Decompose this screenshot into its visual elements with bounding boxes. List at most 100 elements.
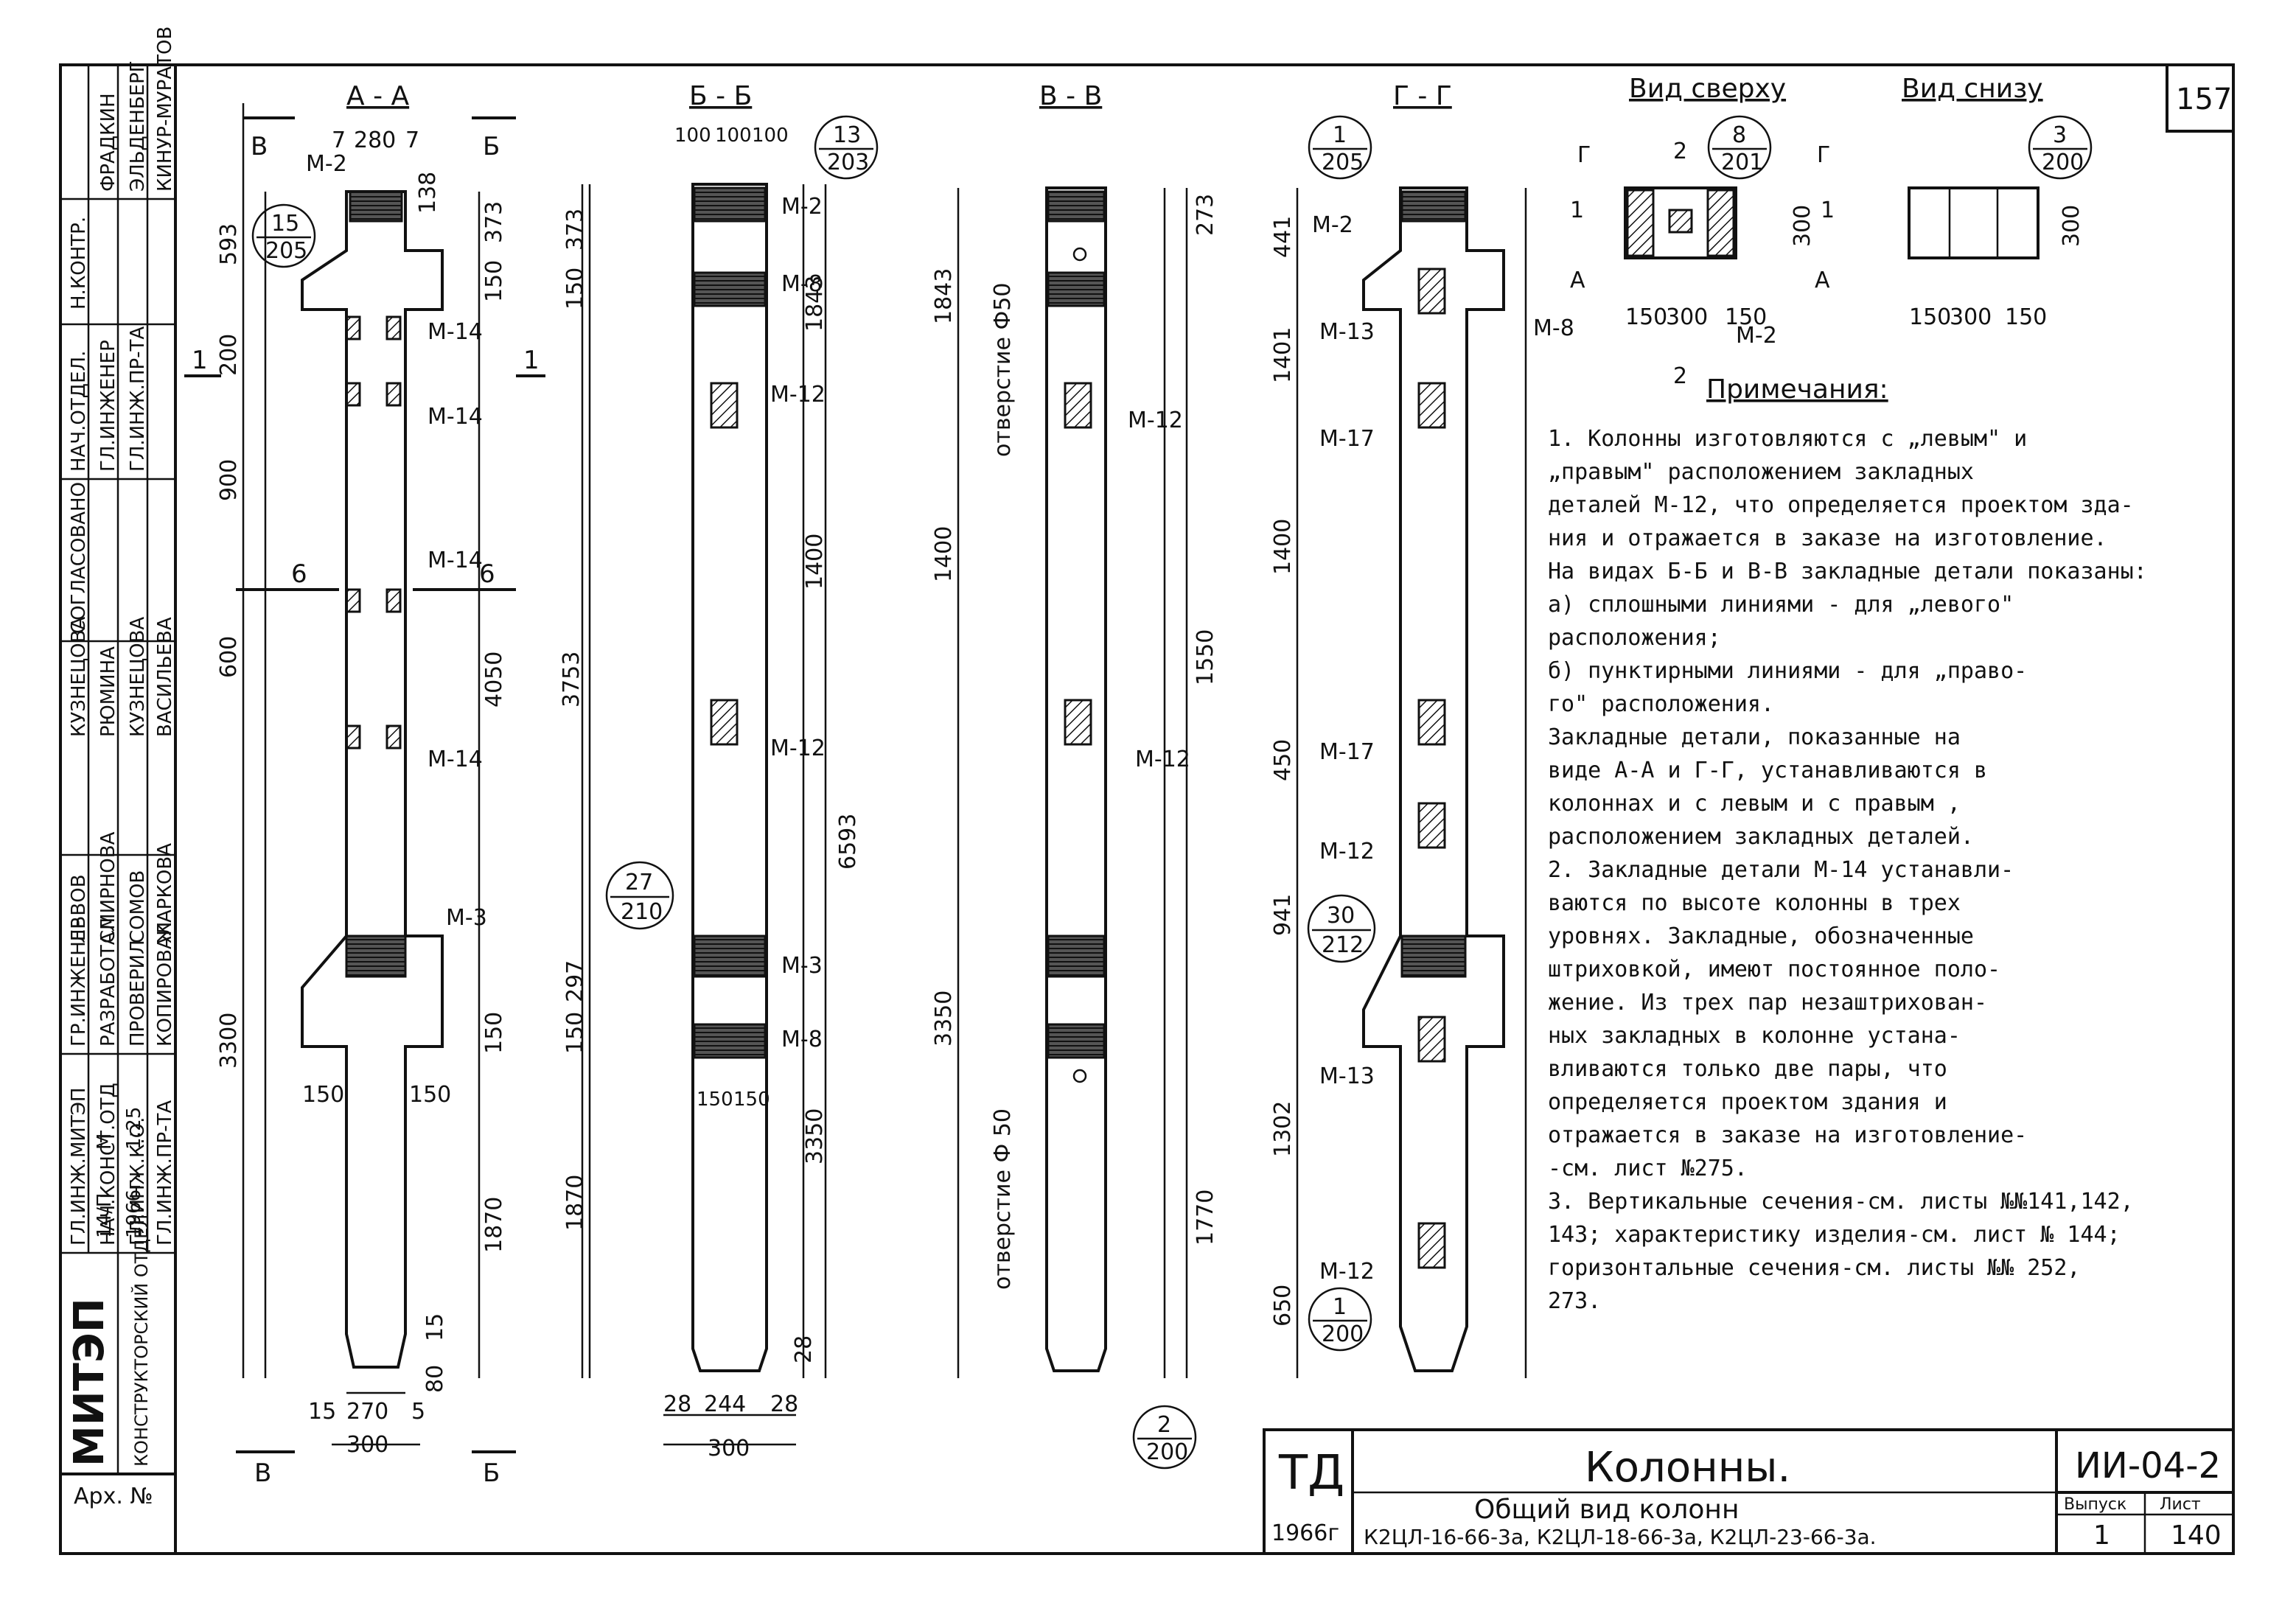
part-label-m8-plan: М-8 [1533,315,1574,341]
dim-aa-150-left: 150 [302,1082,344,1108]
plate-gg-m12-bot [1417,1222,1446,1269]
view-top-plate-left [1626,189,1655,257]
dim-bb-244: 244 [704,1391,746,1417]
note-line: Закладные детали, показанные на [1548,724,1961,750]
section-aa-title: А - А [346,81,410,111]
cut-mark-2-bottom: 2 [1673,363,1687,389]
part-label-m14-aa-1: М-14 [428,319,483,345]
part-label-m2-plan: М-2 [1736,323,1777,349]
dim-plan-bot-300w: 300 [1950,304,1992,330]
view-top: Вид сверху 8 201 А А Г Г 2 2 1 1 М-8 М-2… [1533,74,1835,389]
title-sheet: 140 [2171,1520,2222,1551]
cut-mark-2-top: 2 [1673,139,1687,164]
cut-mark-1-plan-r: 1 [1821,198,1835,223]
dim-aa-15a: 15 [308,1399,336,1425]
column-gg-outline [1362,186,1505,1372]
dim-aa-150-right: 150 [409,1082,451,1108]
callout-plan-8-bottom: 201 [1721,150,1763,175]
plate-m2-aa [349,190,403,223]
dim-bb-150-hr: 150 [733,1089,770,1111]
part-label-m3-bb: М-3 [781,953,823,979]
role-nach-konst-otd: НАЧ.КОНСТ.ОТД [97,1083,119,1246]
dim-bb-297: 297 [562,960,588,1002]
name-fradkin: ФРАДКИН [97,93,119,192]
dim-aa-900: 900 [216,459,242,501]
plate-vv-m12-top [1064,382,1092,429]
callout-gg-1-top-sheet: 205 [1322,150,1364,175]
plate-m8-bb-bot [693,1023,767,1059]
note-line: 273. [1548,1288,1601,1314]
dim-aa-138: 138 [415,172,441,214]
part-label-m12-gg-2: М-12 [1319,1259,1375,1285]
dim-plan-bot-150b: 150 [2005,304,2047,330]
dim-aa-150-mid: 150 [481,1012,507,1054]
dim-vv-1843: 1843 [931,268,957,324]
title-series: ИИ-04-2 [2075,1445,2221,1487]
name-kuznetsova: КУЗНЕЦОВА [127,617,149,737]
callout-vv-2-top: 2 [1157,1412,1171,1438]
plate-gg-m17-mid [1417,699,1446,746]
dim-vv-3350: 3350 [931,991,957,1047]
cut-mark-1-plan-l: 1 [1570,198,1584,223]
note-line: 1. Колонны изготовляются с „левым" и [1548,426,2027,452]
left-stamp [60,65,175,1474]
role-kuznetsova: КУЗНЕЦОВА [68,617,90,737]
note-line: расположением закладных деталей. [1548,824,1974,850]
dim-aa-600: 600 [216,636,242,678]
title-subtitle: Общий вид колонн [1474,1495,1740,1525]
callout-bb-13 [814,115,879,180]
cut-mark-a-right: А [1815,268,1830,293]
role-razrabotal: РАЗРАБОТАЛ [97,918,119,1047]
cut-mark-v-top: В [251,132,268,161]
note-line: расположения; [1548,625,1721,651]
column-bb-outline [691,183,768,1372]
plate-vv-m8 [1047,271,1106,307]
role-gl-inzh-mitep: ГЛ.ИНЖ.МИТЭП [68,1088,90,1246]
note-line: го" расположения. [1548,691,1774,717]
dim-aa-7a: 7 [332,127,346,153]
dim-plan-bot-150a: 150 [1909,304,1951,330]
dim-vv-1550: 1550 [1193,629,1218,685]
cut-mark-1-left: 1 [192,346,208,375]
callout-plan-8-top: 8 [1732,122,1746,148]
view-top-outline [1624,186,1737,259]
note-line: вливаются только две пары, что [1548,1056,1947,1082]
sheet-number-box [2166,63,2235,133]
cut-mark-6-right: 6 [479,559,495,589]
note-line: ных закладных в колонне устана- [1548,1023,1961,1049]
callout-gg-30-bottom: 212 [1322,932,1364,958]
dim-aa-1870: 1870 [481,1197,507,1253]
section-gg-title: Г - Г [1393,81,1452,111]
callout-gg-30-top: 30 [1327,903,1355,929]
dim-bb-373: 373 [562,209,588,251]
note-line: „правым" расположением закладных [1548,459,1974,485]
dim-bb-6593: 6593 [835,814,861,870]
dim-aa-280: 280 [354,127,396,153]
role-proveril: ПРОВЕРИЛ [127,940,149,1047]
callout-aa-15-top: 15 [271,211,299,237]
part-label-m12-vv-2: М-12 [1135,747,1190,772]
part-label-m12-bb-1: М-12 [770,382,826,408]
dim-bb-28b: 28 [770,1391,798,1417]
plate-m3-bb [693,935,767,978]
cut-mark-6-left: 6 [291,559,307,589]
callout-gg-1-top [1308,115,1372,180]
part-label-m14-aa-3: М-14 [428,548,483,573]
callout-aa-15 [251,203,316,268]
notes-block: Примечания: 1. Колонны изготовляются с „… [1548,374,2147,1314]
dim-aa-270: 270 [346,1399,388,1425]
name-zharkova: ЖАРКОВА [154,843,176,943]
part-label-m17-gg-2: М-17 [1319,739,1375,765]
cut-mark-a: А [1570,268,1585,293]
callout-gg-1-top-num: 1 [1333,122,1347,148]
note-line: 2. Закладные детали М-14 устанавли- [1548,857,2014,883]
dim-bb-3753: 3753 [559,651,585,708]
note-line: штриховкой, имеют постоянное поло- [1548,957,2000,982]
role-soglasovano: СОГЛАСОВАНО [68,482,90,634]
part-label-m13-gg-1: М-13 [1319,319,1375,345]
view-bottom: Вид снизу 3 200 300 150 300 150 [1902,74,2093,330]
dim-vv-273: 273 [1193,194,1218,236]
dim-bb-1870: 1870 [562,1175,588,1231]
notes-title: Примечания: [1706,374,1888,405]
